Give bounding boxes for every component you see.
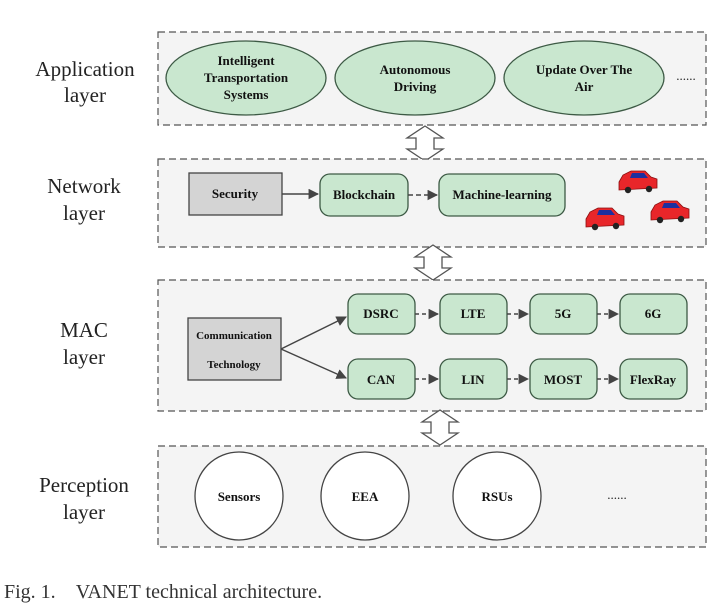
mac-layer-label-2: layer <box>63 345 105 369</box>
perception-node-eea-label: EEA <box>352 489 379 504</box>
mac-node-lin-label: LIN <box>461 372 485 387</box>
machine-learning-label: Machine-learning <box>453 187 552 202</box>
mac-node-lte-label: LTE <box>461 306 486 321</box>
mac-node-6g <box>619 293 688 335</box>
mac-node-can-label: CAN <box>367 372 396 387</box>
app-ellipsis: ...... <box>676 68 696 83</box>
double-arrow-mac-perception <box>419 409 461 446</box>
figure-caption: Fig. 1. VANET technical architecture. <box>4 581 322 604</box>
perception-layer-label-2: layer <box>63 500 105 524</box>
arrow-comm-can <box>280 348 347 379</box>
perception-node-sensors <box>194 451 284 541</box>
app-node-ota: Update Over The Air <box>503 40 665 116</box>
mac-node-most-label: MOST <box>544 372 583 387</box>
app-node-ota-line1: Update Over The <box>536 62 633 77</box>
perception-node-rsus <box>452 451 542 541</box>
mac-node-flexray <box>619 358 688 400</box>
figure-caption-text: VANET technical architecture. <box>75 581 323 603</box>
mac-node-5g-label: 5G <box>555 306 572 321</box>
perception-node-rsus-label: RSUs <box>481 489 512 504</box>
network-layer-label: Network <box>47 174 121 198</box>
car-icon <box>618 170 658 194</box>
figure-number: Fig. 1. <box>4 581 56 603</box>
blockchain-label: Blockchain <box>333 187 396 202</box>
communication-technology-box <box>187 317 282 381</box>
mac-layer-label: MAC <box>60 318 108 342</box>
application-layer-label-2: layer <box>64 83 106 107</box>
perception-layer-label: Perception <box>39 473 129 497</box>
app-node-autonomous-line2: Driving <box>394 79 437 94</box>
network-layer-label-2: layer <box>63 201 105 225</box>
machine-learning-node <box>438 173 566 217</box>
app-node-autonomous: Autonomous Driving <box>334 40 496 116</box>
app-node-its-line3: Systems <box>224 87 269 102</box>
double-arrow-network-mac <box>412 244 454 281</box>
perception-node-eea <box>320 451 410 541</box>
perception-node-sensors-label: Sensors <box>218 489 261 504</box>
security-label: Security <box>212 186 259 201</box>
app-node-its: Intelligent Transportation Systems <box>165 40 327 116</box>
arrow-comm-dsrc <box>280 316 347 350</box>
technology-label: Technology <box>207 359 261 371</box>
communication-label: Communication <box>196 330 272 342</box>
app-node-ota-line2: Air <box>575 79 594 94</box>
app-node-autonomous-line1: Autonomous <box>380 62 451 77</box>
car-icon <box>650 200 690 224</box>
perception-ellipsis: ...... <box>607 487 627 502</box>
app-node-its-line1: Intelligent <box>217 53 275 68</box>
mac-node-flexray-label: FlexRay <box>630 372 677 387</box>
mac-node-dsrc-label: DSRC <box>363 306 398 321</box>
double-arrow-app-network <box>404 125 446 162</box>
mac-node-6g-label: 6G <box>645 306 662 321</box>
car-icon <box>585 207 625 231</box>
app-node-its-line2: Transportation <box>204 70 289 85</box>
application-layer-label: Application <box>35 57 135 81</box>
